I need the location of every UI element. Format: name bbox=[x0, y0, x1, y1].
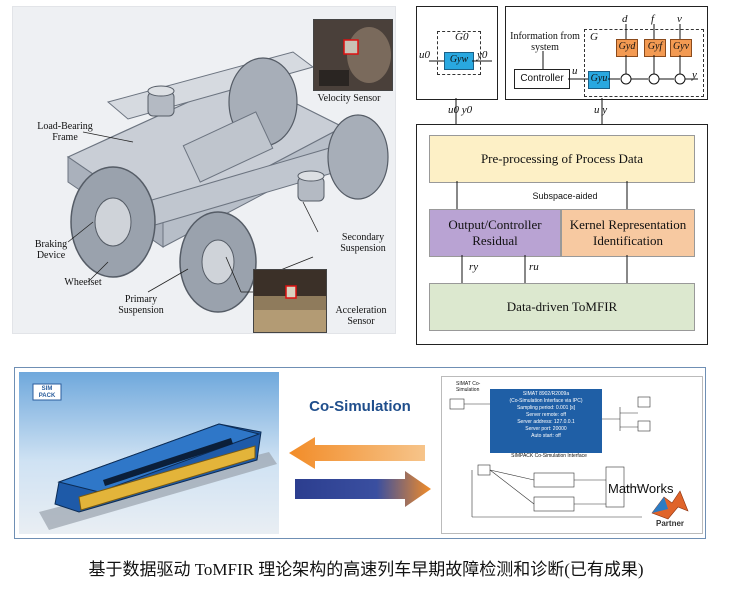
gyv-block: Gyv bbox=[670, 39, 692, 57]
acceleration-sensor-photo bbox=[253, 269, 327, 333]
residual-stage: Output/Controller Residual bbox=[429, 209, 561, 257]
process-box: Pre-processing of Process Data Subspace-… bbox=[416, 124, 708, 345]
g0-label: G0 bbox=[455, 31, 469, 43]
y0-out-label: y0 bbox=[477, 49, 488, 61]
top-connect-arrows bbox=[455, 98, 603, 126]
gyv-label: Gyv bbox=[672, 41, 690, 52]
simat-line-6: Server port: 20000 bbox=[525, 426, 567, 432]
label-load-bearing-frame: Load-Bearing Frame bbox=[37, 121, 93, 143]
gyw-label: Gyw bbox=[449, 54, 469, 65]
simulink-header: SIMAT Co-Simulation bbox=[456, 381, 481, 393]
gyu-label: Gyu bbox=[590, 73, 608, 84]
preprocessing-stage: Pre-processing of Process Data bbox=[429, 135, 695, 183]
subspace-aided-label: Subspace-aided bbox=[532, 191, 598, 201]
info-from-system: Information from system bbox=[510, 31, 580, 53]
simat-block: SIMAT 8902/R2009a (Co-Simulation Interfa… bbox=[490, 389, 602, 453]
g-system-box: Information from system Controller G Gyu… bbox=[505, 6, 708, 100]
label-velocity-sensor: Velocity Sensor bbox=[317, 93, 381, 104]
disturbance-d: d bbox=[622, 13, 628, 25]
simat-line-7: Auto start: off bbox=[531, 433, 561, 439]
partner-text: Partner bbox=[656, 519, 685, 528]
u-y-arrow-label: u y bbox=[594, 104, 608, 116]
gyd-label: Gyd bbox=[618, 41, 636, 52]
u0-y0-arrow-label: u0 y0 bbox=[448, 104, 473, 116]
g-dashed-frame bbox=[584, 29, 704, 97]
g0-dashed-frame bbox=[437, 31, 481, 75]
y-out-label: y bbox=[692, 69, 697, 81]
gyf-block: Gyf bbox=[644, 39, 666, 57]
g-label: G bbox=[590, 31, 598, 43]
ry-label: ry bbox=[469, 261, 479, 273]
label-secondary-suspension: Secondary Suspension bbox=[340, 232, 386, 254]
simat-line-1: SIMAT 8902/R2009a bbox=[522, 391, 570, 397]
kernel-stage: Kernel Representation Identification bbox=[561, 209, 695, 257]
simat-line-2: (Co-Simulation Interface via IPC) bbox=[509, 398, 583, 404]
cosim-title: Co-Simulation bbox=[309, 398, 411, 415]
simat-line-5: Server address: 127.0.0.1 bbox=[517, 419, 575, 425]
simpack-render: SIM PACK bbox=[19, 372, 279, 534]
exchange-arrows bbox=[289, 437, 431, 507]
simat-line-3: Sampling period: 0.001 [s] bbox=[516, 405, 576, 411]
bogie-image-panel: Velocity Sensor Load-Bearing Frame Braki… bbox=[12, 6, 396, 334]
ru-label: ru bbox=[529, 261, 539, 273]
u0-in-label: u0 bbox=[419, 49, 430, 61]
label-primary-suspension: Primary Suspension bbox=[118, 294, 164, 316]
simulink-model: SIMAT Co-Simulation SIMAT 8902/R2009a (C… bbox=[441, 376, 703, 534]
gyf-label: Gyf bbox=[647, 41, 663, 52]
label-acceleration-sensor: Acceleration Sensor bbox=[335, 305, 387, 327]
simpack-logo: SIM PACK bbox=[38, 386, 56, 399]
bogie-illustration bbox=[66, 51, 389, 313]
process-arrows bbox=[456, 181, 628, 283]
simulink-wiring bbox=[449, 396, 651, 518]
g0-system-box: G0 Gyw u0 y0 bbox=[416, 6, 498, 100]
label-wheelset: Wheelset bbox=[64, 277, 102, 288]
simat-line-4: Server remote: off bbox=[526, 412, 566, 418]
train-model bbox=[32, 383, 277, 530]
gyd-block: Gyd bbox=[616, 39, 638, 57]
u-signal-label: u bbox=[572, 65, 578, 77]
velocity-sensor-photo bbox=[313, 19, 393, 91]
cosim-panel: SIM PACK Co-Simulation SIMAT Co-Simulati… bbox=[14, 367, 706, 539]
mathworks-text: MathWorks bbox=[608, 481, 674, 496]
g0-arrows bbox=[429, 60, 492, 62]
gyu-block: Gyu bbox=[588, 71, 610, 89]
disturbance-f: f bbox=[651, 13, 655, 25]
simpack-interface-label: SIMPACK Co-Simulation Interface bbox=[511, 453, 587, 459]
g-arrows bbox=[542, 24, 698, 85]
label-braking-device: Braking Device bbox=[34, 239, 68, 261]
matlab-logo bbox=[651, 490, 689, 520]
tomfir-stage: Data-driven ToMFIR bbox=[429, 283, 695, 331]
disturbance-v: v bbox=[677, 13, 682, 25]
figure-caption: 基于数据驱动 ToMFIR 理论架构的高速列车早期故障检测和诊断(已有成果) bbox=[88, 560, 644, 579]
